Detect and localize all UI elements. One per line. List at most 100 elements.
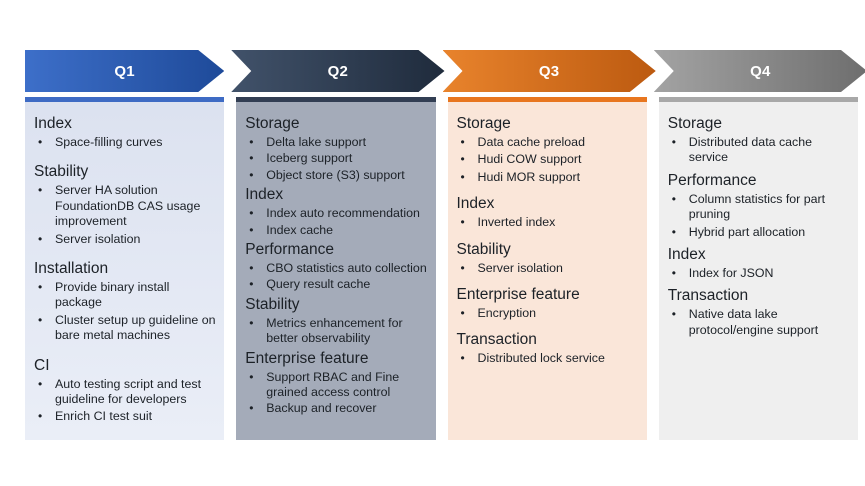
feature-item: • Hudi MOR support <box>457 170 639 185</box>
feature-item: •Provide binary install package <box>34 280 216 311</box>
quarter-arrow-q4: Q4 <box>654 50 865 92</box>
section-items: • Data cache preload • Hudi COW support • H… <box>457 135 639 185</box>
section-items: •Provide binary install package •Cluster… <box>34 280 216 344</box>
feature-section: Enterprise feature •Encryption <box>457 285 639 321</box>
section-heading: Stability <box>34 163 89 181</box>
section-heading: CI <box>34 356 50 374</box>
bullet-icon: • <box>460 306 465 321</box>
feature-item: •Server isolation <box>457 261 639 276</box>
section-items: • Auto testing script and test guideline … <box>34 377 216 425</box>
feature-item-text: Space-filling curves <box>55 135 163 149</box>
feature-section: Enterprise feature • Support RBAC and Fin… <box>245 349 427 417</box>
feature-section: Performance •CBO statistics auto collect… <box>245 240 427 293</box>
section-items: •Server isolation <box>457 261 639 276</box>
feature-item: •Iceberg support <box>245 151 427 166</box>
bullet-icon: • <box>460 152 465 167</box>
feature-item-text: Delta lake support <box>266 135 367 149</box>
section-heading: Transaction <box>456 331 537 349</box>
feature-section: CI • Auto testing script and test guideli… <box>34 356 216 425</box>
feature-item-text: Hybrid part allocation <box>688 224 806 239</box>
section-items: •Space-filling curves <box>34 135 216 150</box>
quarter-panel-q4: Storage •Distributed data cache service … <box>658 97 858 440</box>
feature-item-text: Column statistics for part pruning <box>688 191 826 222</box>
section-heading: Storage <box>245 115 300 132</box>
feature-item: •Index auto recommendation <box>245 206 427 221</box>
feature-item-text: Inverted index <box>477 215 556 230</box>
section-heading: Performance <box>245 241 334 259</box>
feature-section: Transaction •Distributed lock service <box>457 330 639 366</box>
feature-item-text: Index for JSON <box>688 266 774 281</box>
feature-item-text: Provide binary install package <box>55 280 170 310</box>
quarter-arrow-q1: Q1 <box>25 50 224 92</box>
feature-section: Index •Space-filling curves <box>34 114 216 150</box>
section-heading: Index <box>245 186 284 204</box>
quarter-arrow-q2: Q2 <box>231 50 444 92</box>
feature-item: • Encryption <box>457 306 639 321</box>
feature-section: Stability •Server isolation <box>457 240 639 276</box>
section-heading: Index <box>667 246 706 264</box>
section-items: • Encryption <box>457 306 639 321</box>
feature-section: Stability •Server HA solution Foundation… <box>34 162 216 247</box>
feature-item: •Native data lake protocol/engine suppor… <box>668 307 850 338</box>
feature-item: • Column statistics for part pruning <box>668 192 850 223</box>
quarter-arrow-q3: Q3 <box>443 50 656 92</box>
feature-item: •Server HA solution FoundationDB CAS usa… <box>34 183 216 229</box>
feature-section: Index •Index for JSON <box>668 245 850 281</box>
quarter-label: Q4 <box>750 62 771 80</box>
section-heading: Transaction <box>667 287 749 305</box>
feature-item: •Delta lake support <box>245 135 427 150</box>
feature-item-text: Backup and recover <box>266 401 377 416</box>
feature-item: •Distributed lock service <box>457 351 639 366</box>
feature-item-text: Auto testing script and test guideline f… <box>55 376 202 407</box>
feature-item-text: Distributed data cache service <box>688 135 813 165</box>
section-items: •Distributed data cache service <box>668 135 850 166</box>
section-heading: Stability <box>245 295 300 313</box>
bullet-icon: • <box>249 315 254 330</box>
feature-item: • Auto testing script and test guideline … <box>34 377 216 408</box>
section-heading: Stability <box>456 240 511 258</box>
feature-item: •Enrich CI test suit <box>34 409 216 424</box>
feature-item-text: Encryption <box>477 306 537 321</box>
bullet-icon: • <box>249 167 254 182</box>
bullet-icon: • <box>249 401 254 416</box>
feature-item: •Cluster setup up guideline on bare meta… <box>34 313 216 344</box>
bullet-icon: • <box>671 224 676 239</box>
section-items: • Support RBAC and Fine grained access co… <box>245 370 427 417</box>
feature-item: •CBO statistics auto collection <box>245 261 427 276</box>
feature-section: Index •Index auto recommendation •Index … <box>245 185 427 238</box>
section-items: •Distributed lock service <box>457 351 639 366</box>
bullet-icon: • <box>38 376 43 391</box>
bullet-icon: • <box>38 409 43 424</box>
section-heading: Enterprise feature <box>245 349 369 367</box>
feature-item-text: Hudi MOR support <box>477 169 581 184</box>
bullet-icon: • <box>671 191 676 206</box>
quarter-column-q1: Q1 Index •Space-filling curves Stability… <box>25 50 225 440</box>
feature-item: •Distributed data cache service <box>668 135 850 166</box>
bullet-icon: • <box>671 307 676 322</box>
feature-item-text: Data cache preload <box>477 135 585 149</box>
feature-item-text: Support RBAC and Fine grained access con… <box>266 369 400 400</box>
section-items: •Index auto recommendation •Index cache <box>245 206 427 238</box>
bullet-icon: • <box>249 222 254 237</box>
feature-item-text: Query result cache <box>266 277 371 292</box>
bullet-icon: • <box>249 261 254 276</box>
feature-item: •Index cache <box>245 223 427 238</box>
section-items: •Delta lake support •Iceberg support •Ob… <box>245 135 427 183</box>
quarter-label: Q1 <box>114 62 135 80</box>
feature-item-text: Hudi COW support <box>477 152 582 167</box>
bullet-icon: • <box>460 135 465 149</box>
quarter-panel-q1: Index •Space-filling curves Stability •S… <box>25 97 225 440</box>
quarter-column-q2: Q2 Storage •Delta lake support •Iceberg … <box>236 50 435 440</box>
quarter-label: Q2 <box>327 62 349 80</box>
section-items: •Metrics enhancement for better observab… <box>245 316 427 347</box>
bullet-icon: • <box>249 206 254 221</box>
feature-section: Installation •Provide binary install pac… <box>34 259 216 344</box>
bullet-icon: • <box>249 277 254 292</box>
bullet-icon: • <box>460 169 465 184</box>
quarter-column-q4: Q4 Storage •Distributed data cache servi… <box>659 50 858 440</box>
bullet-icon: • <box>249 369 254 384</box>
bullet-icon: • <box>38 231 43 246</box>
feature-item-text: Distributed lock service <box>477 351 605 366</box>
section-heading: Installation <box>34 260 109 278</box>
